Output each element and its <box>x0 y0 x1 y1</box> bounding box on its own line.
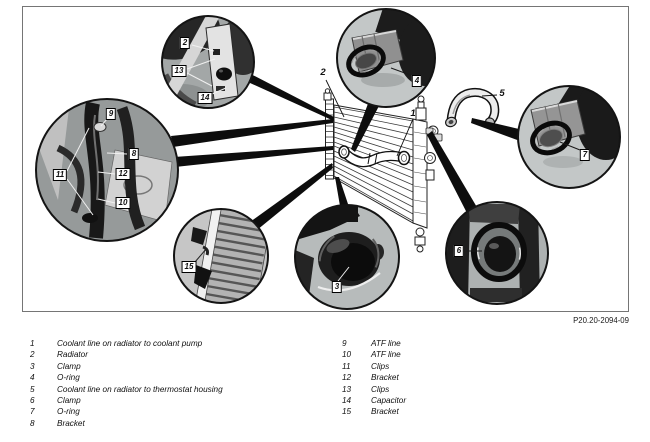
callout-box-7: 7 <box>579 149 591 161</box>
legend-num: 11 <box>342 361 351 371</box>
figure-part-number: P20.20-2094-09 <box>573 316 629 325</box>
callout-box-15: 15 <box>181 261 197 273</box>
callout-box-6: 6 <box>453 245 465 257</box>
callout-box-11: 11 <box>52 169 68 181</box>
legend-num: 3 <box>30 361 35 371</box>
callout-box-4: 4 <box>411 75 423 87</box>
legend-num: 13 <box>342 384 352 394</box>
legend-label: Bracket <box>371 373 399 383</box>
legend-row: 9 ATF line <box>342 338 406 349</box>
legend-row: 5 Coolant line on radiator to thermostat … <box>30 384 223 395</box>
legend-label: O-ring <box>57 407 80 417</box>
detail-circle-clamp3 <box>294 204 400 310</box>
coolant-line-item1 <box>338 145 411 168</box>
legend-row: 11 Clips <box>342 361 406 372</box>
legend-label: Bracket <box>57 418 85 428</box>
legend-row: 4 O-ring <box>30 372 223 383</box>
callout-box-9: 9 <box>105 108 117 120</box>
legend-row: 3 Clamp <box>30 361 223 372</box>
callout-box-10: 10 <box>115 197 131 209</box>
detail-circle-oring7 <box>517 85 621 189</box>
leader-lines <box>325 79 498 157</box>
callout-box-12: 12 <box>115 168 131 180</box>
connector-wedges <box>171 70 520 230</box>
legend-row: 15 Bracket <box>342 406 406 417</box>
callout-box-13: 13 <box>171 65 187 77</box>
legend-row: 8 Bracket <box>30 418 223 429</box>
legend-row: 6 Clamp <box>30 395 223 406</box>
legend-num: 5 <box>30 384 35 394</box>
legend-num: 14 <box>342 395 352 405</box>
detail-circle-clamp6 <box>445 201 549 305</box>
legend-num: 6 <box>30 395 35 405</box>
plain-label-5: 5 <box>499 88 505 99</box>
legend-num: 15 <box>342 407 352 417</box>
plain-label-1: 1 <box>410 108 416 119</box>
legend-label: Clamp <box>57 395 81 405</box>
legend-row: 1 Coolant line on radiator to coolant pum… <box>30 338 223 349</box>
legend-label: Clips <box>371 361 390 371</box>
legend-row: 7 O-ring <box>30 406 223 417</box>
legend-row: 2 Radiator <box>30 349 223 360</box>
legend-label: Coolant line on radiator to coolant pump <box>57 339 203 348</box>
detail-circle-clips-capacitor <box>161 15 255 109</box>
detail-circle-bracket15 <box>173 208 269 304</box>
legend-label: O-ring <box>57 373 80 383</box>
legend-label: Clamp <box>57 361 81 371</box>
legend-label: ATF line <box>371 350 401 360</box>
legend-label: Capacitor <box>371 395 407 405</box>
callout-box-2: 2 <box>179 37 191 49</box>
legend-num: 7 <box>30 407 35 417</box>
callout-box-14: 14 <box>197 92 213 104</box>
legend-row: 13 Clips <box>342 384 406 395</box>
legend-row: 12 Bracket <box>342 372 406 383</box>
legend-label: Coolant line on radiator to thermostat h… <box>57 384 223 394</box>
legend-label: Bracket <box>371 407 399 417</box>
legend-num: 10 <box>342 350 352 360</box>
callout-box-3: 3 <box>331 281 343 293</box>
legend-num: 1 <box>30 339 35 348</box>
detail-circle-oring4 <box>336 8 436 108</box>
legend-num: 12 <box>342 373 352 383</box>
exploded-view-illustration <box>35 8 621 310</box>
legend-left-column: 1 Coolant line on radiator to coolant pum… <box>30 338 223 429</box>
legend-num: 9 <box>342 339 347 348</box>
legend-label: Radiator <box>57 350 88 360</box>
legend-num: 4 <box>30 373 35 383</box>
legend-label: Clips <box>371 384 390 394</box>
legend-row: 14 Capacitor <box>342 395 406 406</box>
legend-num: 2 <box>30 350 35 360</box>
legend-label: ATF line <box>371 339 401 348</box>
plain-label-2: 2 <box>320 67 326 78</box>
callout-box-8: 8 <box>128 148 140 160</box>
legend-num: 8 <box>30 418 35 428</box>
legend-row: 10 ATF line <box>342 349 406 360</box>
